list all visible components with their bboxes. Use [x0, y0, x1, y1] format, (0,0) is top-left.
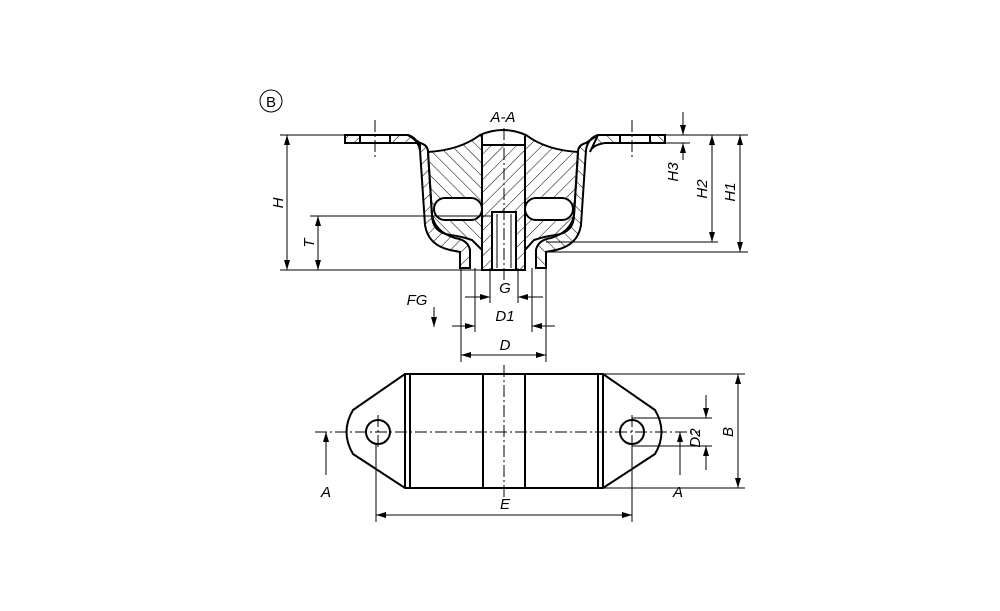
top-view: [315, 365, 700, 500]
right-flange: [649, 134, 666, 144]
variant-badge: B: [259, 89, 283, 113]
dim-H1: H1: [722, 182, 739, 201]
dim-H: H: [270, 197, 287, 208]
dim-T: T: [301, 237, 318, 248]
slot-left: [433, 197, 483, 221]
dim-D1: D1: [495, 308, 514, 325]
slot-right: [524, 197, 574, 221]
variant-label: B: [266, 94, 276, 111]
threaded-hole: [491, 211, 517, 271]
dim-G: G: [499, 280, 511, 297]
dim-D2: D2: [687, 428, 704, 448]
top-view-dimensions: A A E D2 B: [320, 373, 745, 522]
section-dimensions: H T H3 H2 H1 G D1 D FG: [270, 112, 748, 362]
dim-D: D: [500, 337, 511, 354]
left-flange-inner: [389, 134, 421, 151]
dim-H2: H2: [694, 179, 711, 199]
force-FG: FG: [407, 292, 428, 309]
dim-H3: H3: [665, 162, 682, 182]
dim-B: B: [720, 427, 737, 437]
section-view: [344, 120, 666, 280]
rubber-right: [524, 134, 580, 253]
rubber-left: [426, 134, 483, 253]
section-mark-left: A: [320, 484, 331, 501]
dim-E: E: [500, 496, 511, 513]
section-mark-right: A: [672, 484, 683, 501]
left-flange: [344, 134, 361, 144]
section-label: A-A: [489, 109, 515, 126]
